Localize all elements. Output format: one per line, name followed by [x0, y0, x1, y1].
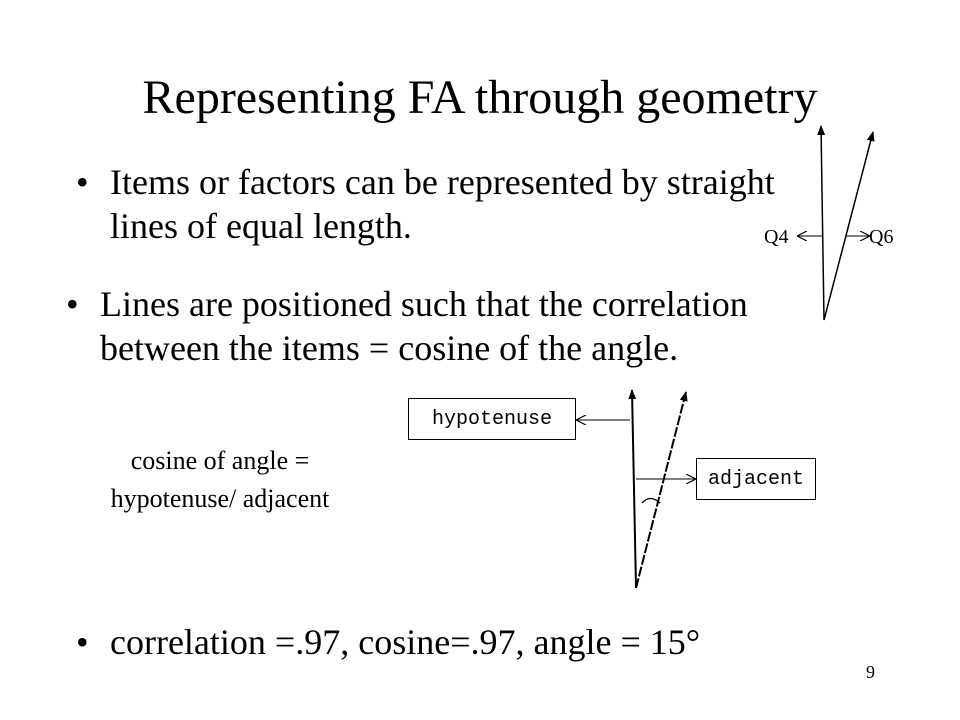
- cosine-formula: cosine of angle = hypotenuse/ adjacent: [60, 442, 380, 518]
- bullet-text: correlation =.97, cosine=.97, angle = 15…: [110, 622, 701, 662]
- bullet-1: • Items or factors can be represented by…: [76, 160, 776, 248]
- bullet-2: • Lines are positioned such that the cor…: [66, 282, 806, 370]
- formula-line-2: hypotenuse/ adjacent: [110, 484, 330, 513]
- slide-title: Representing FA through geometry: [142, 71, 818, 124]
- hypotenuse-vector-line: [635, 391, 688, 589]
- hypotenuse-label-box: hypotenuse: [408, 398, 576, 440]
- bullet-text: Items or factors can be represented by s…: [110, 162, 775, 246]
- q4-label: Q4: [764, 226, 789, 248]
- page-number: 9: [866, 662, 875, 682]
- angle-arc: [641, 497, 661, 504]
- formula-line-1: cosine of angle =: [130, 446, 310, 475]
- top-vector-diagram: [798, 125, 875, 321]
- q6-vector-line: [823, 131, 875, 321]
- adjacent-vector-line: [628, 389, 637, 589]
- q4-vector-line: [817, 125, 826, 321]
- bullet-3: • correlation =.97, cosine=.97, angle = …: [76, 620, 836, 664]
- bullet-marker: •: [76, 622, 89, 662]
- q6-label: Q6: [869, 226, 894, 248]
- bottom-vector-diagram: [577, 389, 695, 589]
- bullet-marker: •: [66, 284, 79, 324]
- bullet-marker: •: [76, 162, 89, 202]
- bullet-text: Lines are positioned such that the corre…: [100, 284, 748, 368]
- adjacent-label-box: adjacent: [696, 458, 816, 500]
